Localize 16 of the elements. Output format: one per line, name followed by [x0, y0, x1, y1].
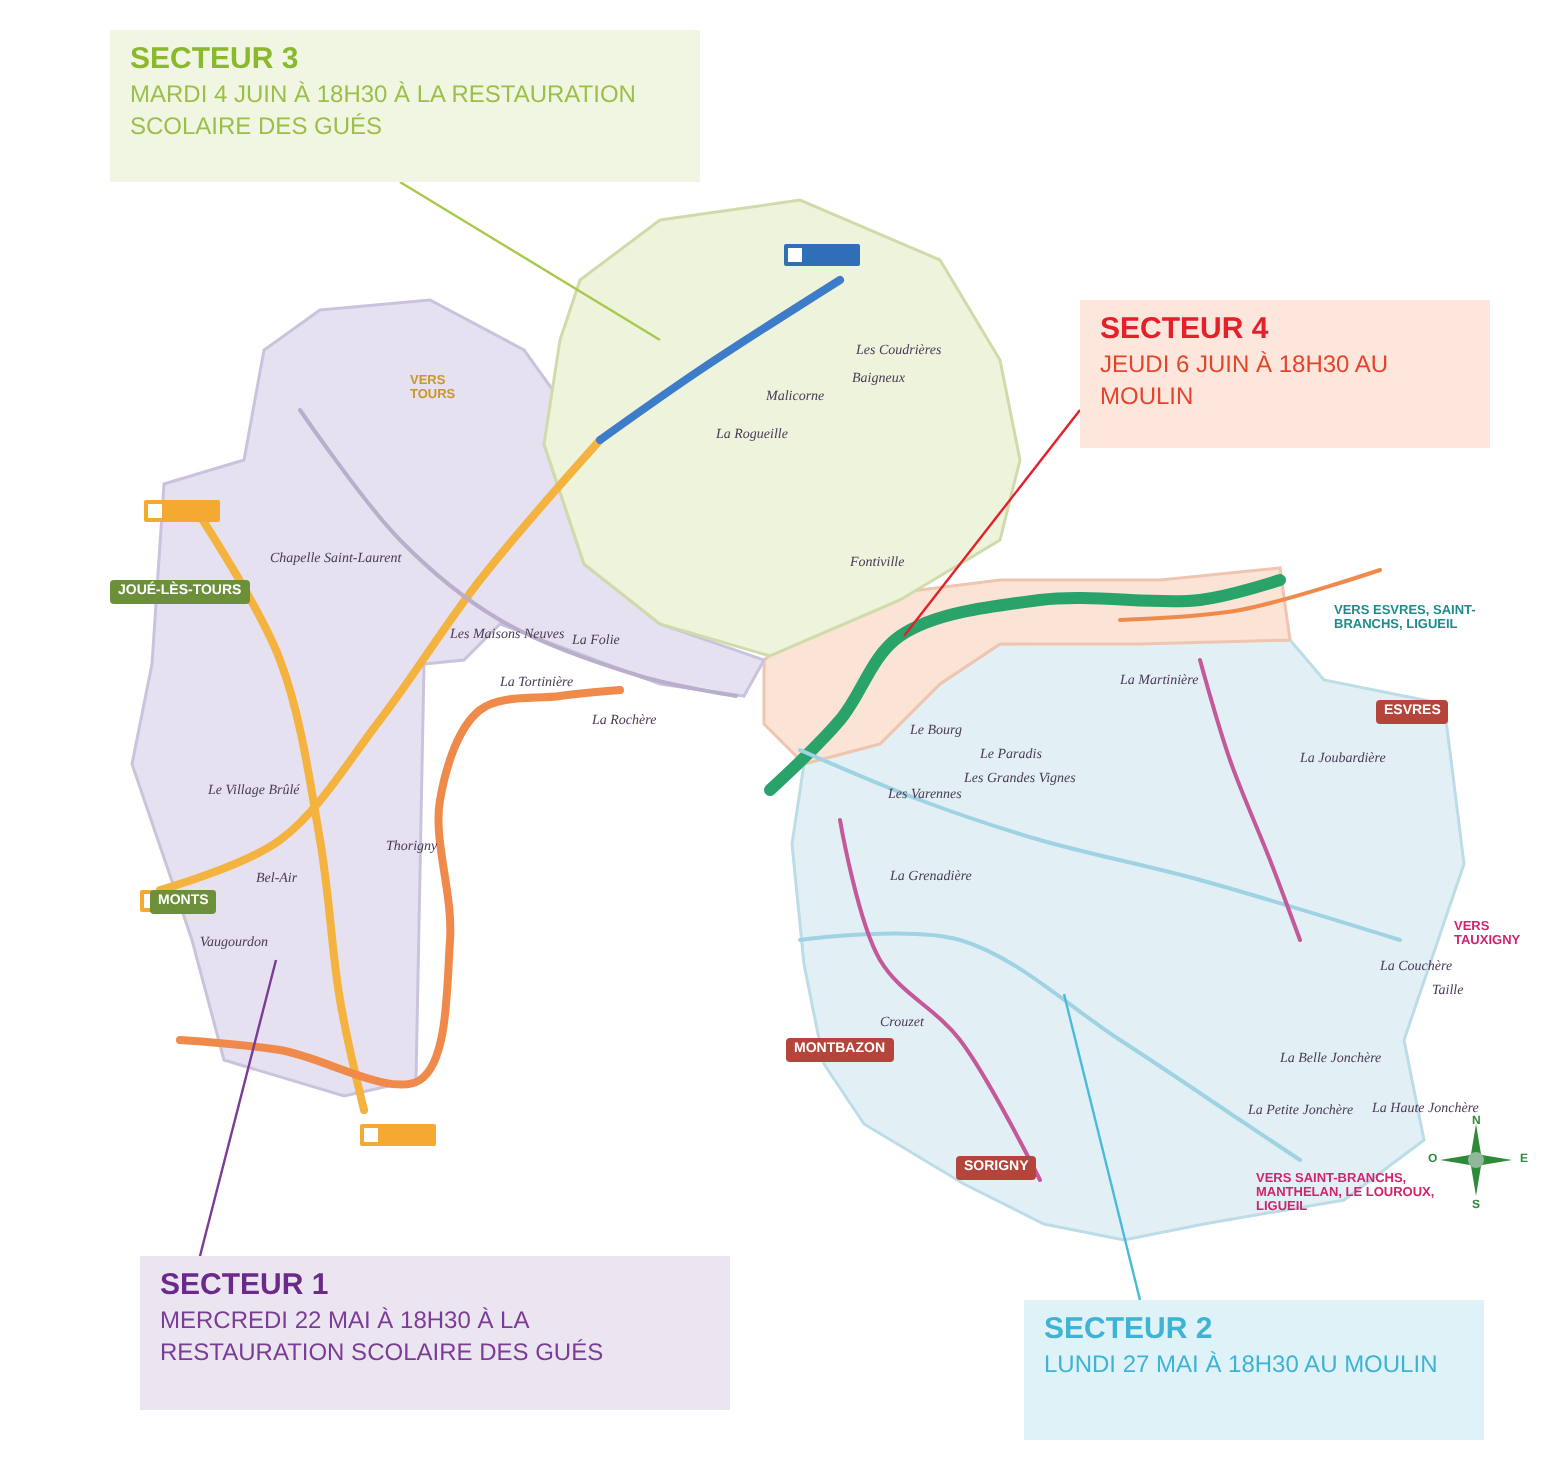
leader-line — [198, 959, 278, 1257]
meeting-info-panel — [110, 30, 700, 182]
sector-heading: SECTEUR 4 — [1100, 312, 1271, 348]
leader-line — [399, 180, 661, 342]
sector-heading: SECTEUR 1 — [160, 1268, 331, 1304]
meeting-info-panel — [1024, 1300, 1484, 1440]
sector-heading: SECTEUR 3 — [130, 42, 301, 78]
meeting-details: JEUDI 6 JUIN À 18H30 AU MOULIN — [1100, 348, 1391, 412]
leader-line — [903, 409, 1081, 637]
meeting-details: MERCREDI 22 MAI À 18H30 À LA RESTAURATION SCOLAIRE DES GUÉS — [160, 1304, 606, 1368]
meeting-info-panel — [140, 1256, 730, 1410]
meeting-info-panel — [1080, 300, 1490, 448]
leader-line — [1062, 993, 1142, 1301]
meeting-details: MARDI 4 JUIN À 18H30 À LA RESTAURATION SCOLAIRE DES GUÉS — [130, 78, 638, 142]
meeting-details: LUNDI 27 MAI À 18H30 AU MOULIN — [1044, 1348, 1440, 1380]
sector-heading: SECTEUR 2 — [1044, 1312, 1215, 1348]
